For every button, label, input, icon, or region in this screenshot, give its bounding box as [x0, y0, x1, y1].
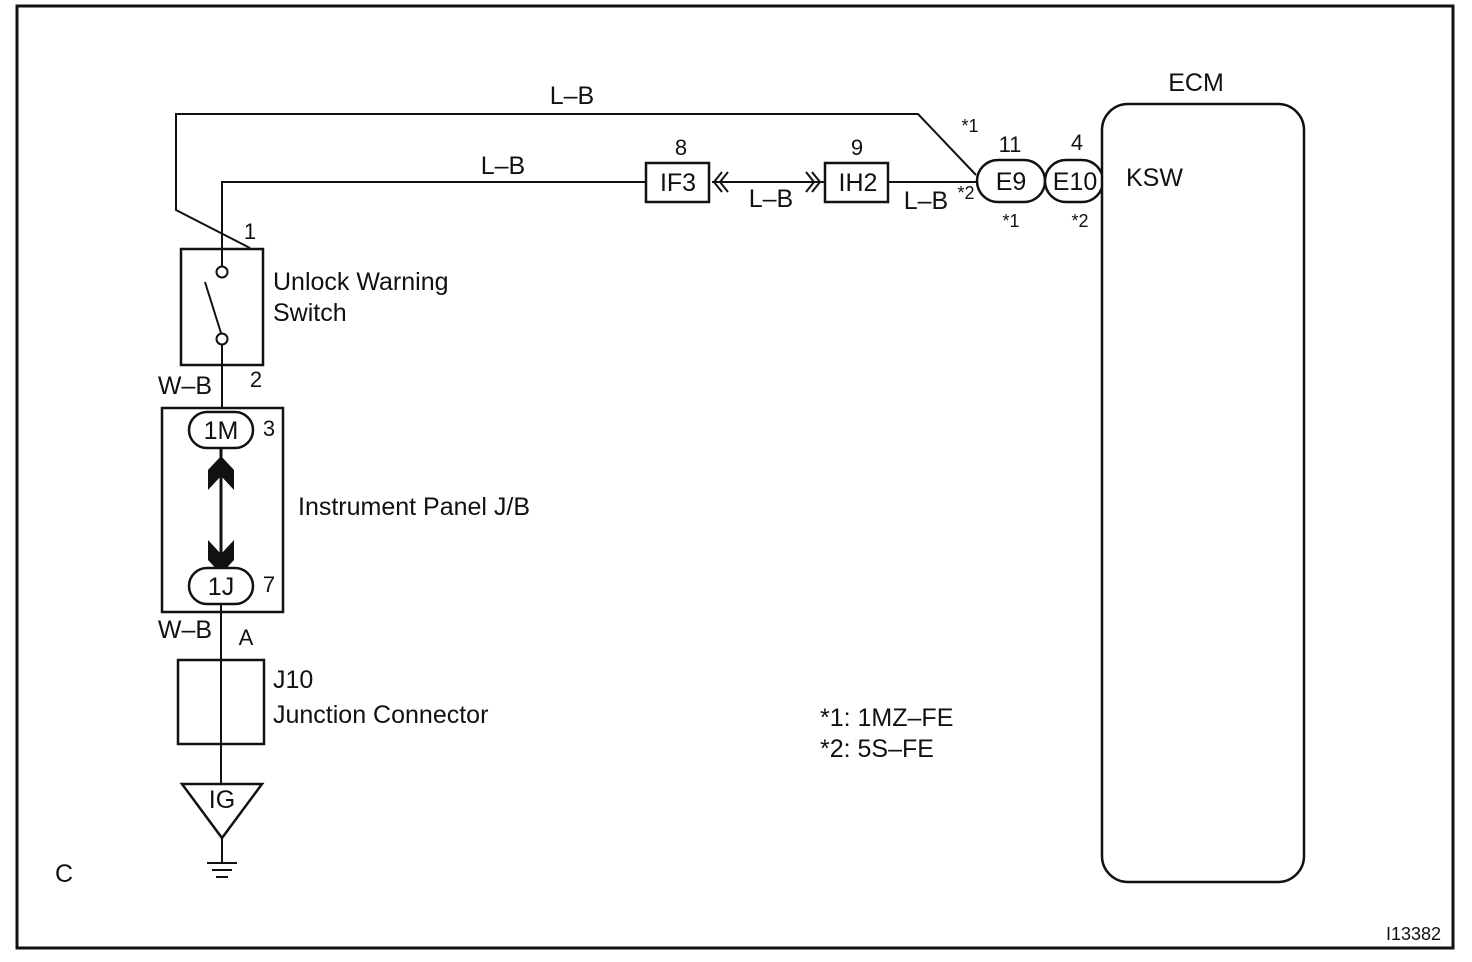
ground-point-ig-label: IG — [209, 786, 235, 814]
connector-if3-label: IF3 — [660, 169, 696, 197]
switch-label-line2: Switch — [273, 299, 347, 327]
note-star2-left: *2 — [957, 183, 974, 203]
connector-e9-pin: 11 — [999, 132, 1022, 157]
corner-label: C — [55, 860, 73, 888]
connector-ih2-marker-2 — [805, 171, 816, 193]
jb-chevron-down — [208, 540, 234, 574]
ecm-body — [1100, 102, 1306, 884]
jb-chevron-up — [208, 456, 234, 490]
note-star1-top: *1 — [961, 116, 978, 136]
wire-lb-lower — [221, 181, 646, 262]
wire-lb-upper — [175, 113, 977, 249]
wire-label-lb-upper: L–B — [550, 82, 594, 110]
jb-label: Instrument Panel J/B — [298, 493, 530, 521]
ground-icon — [207, 862, 237, 878]
switch-pin-2: 2 — [250, 367, 262, 392]
connector-if3-box — [644, 161, 711, 204]
connector-e10-label: E10 — [1053, 168, 1097, 196]
wire-label-wb-top: W–B — [158, 372, 212, 400]
jb-connector-1m-label: 1M — [204, 417, 239, 445]
jb-connector-1j-label: 1J — [208, 573, 234, 601]
switch-contact-bottom — [215, 332, 229, 346]
wire-label-wb-bottom: W–B — [158, 616, 212, 644]
figure-id: I13382 — [1386, 924, 1441, 944]
connector-if3-pin: 8 — [675, 135, 687, 160]
ecm-terminal-ksw: KSW — [1126, 164, 1183, 192]
switch-pin-1: 1 — [244, 219, 256, 244]
switch-contact-top — [215, 265, 229, 279]
note-star2-bottom: *2 — [1071, 211, 1088, 231]
ecm-title: ECM — [1168, 69, 1224, 97]
connector-ih2-pin: 9 — [851, 135, 863, 160]
wire-label-lb-lower: L–B — [481, 152, 525, 180]
ground-point-ig — [179, 782, 265, 841]
connector-e9-label: E9 — [996, 168, 1027, 196]
connector-e10-pin: 4 — [1071, 130, 1083, 155]
jb-connector-1m-pin: 3 — [263, 416, 275, 441]
connector-if3-marker-2 — [718, 171, 729, 193]
connector-if3-marker — [712, 171, 723, 193]
connector-ih2-label: IH2 — [839, 169, 878, 197]
wire-label-lb-to-ecm: L–B — [904, 187, 948, 215]
note-star1-bottom: *1 — [1002, 211, 1019, 231]
legend-note-1: *1: 1MZ–FE — [820, 704, 953, 732]
switch-blade — [204, 281, 222, 334]
j10-id: J10 — [273, 666, 313, 694]
j10-name: Junction Connector — [273, 701, 488, 729]
wire-label-lb-between: L–B — [749, 185, 793, 213]
connector-ih2-marker — [811, 171, 822, 193]
switch-label-line1: Unlock Warning — [273, 268, 449, 296]
connector-ih2-box — [823, 161, 890, 204]
jb-connector-1j-pin: 7 — [263, 572, 275, 597]
j10-pin-a: A — [239, 625, 254, 650]
diagram-frame — [15, 4, 1455, 950]
legend-note-2: *2: 5S–FE — [820, 735, 934, 763]
